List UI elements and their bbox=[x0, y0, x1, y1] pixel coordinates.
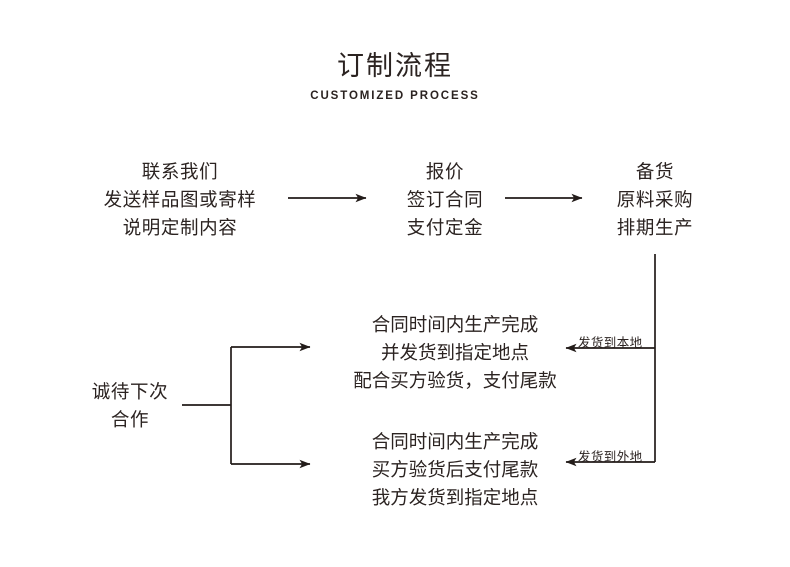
title-block: 订制流程 CUSTOMIZED PROCESS bbox=[0, 50, 790, 102]
flow-node-remote-delivery-line-3: 我方发货到指定地点 bbox=[371, 487, 539, 509]
flow-node-remote-delivery: 合同时间内生产完成 买方验货后支付尾款 我方发货到指定地点 bbox=[325, 428, 585, 512]
flow-node-future-cooperation: 诚待下次 合作 bbox=[78, 378, 182, 434]
flow-node-quote-line-3: 支付定金 bbox=[406, 217, 484, 239]
flow-node-quote: 报价 签订合同 支付定金 bbox=[375, 158, 515, 242]
flow-node-future-cooperation-line-1: 诚待下次 bbox=[91, 381, 169, 402]
flow-node-quote-line-1: 报价 bbox=[425, 161, 465, 182]
flow-node-contact-line-1: 联系我们 bbox=[141, 161, 219, 182]
flow-node-stock-line-1: 备货 bbox=[635, 161, 675, 182]
flow-node-local-delivery: 合同时间内生产完成 并发货到指定地点 配合买方验货，支付尾款 bbox=[325, 311, 585, 395]
flow-node-local-delivery-line-2: 并发货到指定地点 bbox=[380, 342, 529, 364]
flow-node-stock-line-2: 原料采购 bbox=[616, 189, 694, 211]
flow-node-stock-line-3: 排期生产 bbox=[616, 217, 694, 239]
flow-node-stock: 备货 原料采购 排期生产 bbox=[590, 158, 720, 242]
page-title: 订制流程 bbox=[337, 51, 453, 81]
flow-node-contact: 联系我们 发送样品图或寄样 说明定制内容 bbox=[80, 158, 280, 242]
flow-node-contact-line-3: 说明定制内容 bbox=[122, 217, 238, 239]
edge-label-ship-local: 发货到本地 bbox=[578, 336, 643, 350]
flow-node-quote-line-2: 签订合同 bbox=[406, 189, 484, 211]
page-subtitle: CUSTOMIZED PROCESS bbox=[310, 89, 480, 102]
flow-node-local-delivery-line-1: 合同时间内生产完成 bbox=[371, 314, 539, 335]
flow-node-future-cooperation-line-2: 合作 bbox=[110, 409, 150, 431]
flow-node-contact-line-2: 发送样品图或寄样 bbox=[103, 189, 257, 211]
flow-node-remote-delivery-line-2: 买方验货后支付尾款 bbox=[371, 459, 539, 481]
flow-node-remote-delivery-line-1: 合同时间内生产完成 bbox=[371, 431, 539, 452]
edge-label-ship-remote: 发货到外地 bbox=[578, 450, 643, 464]
flow-node-local-delivery-line-3: 配合买方验货，支付尾款 bbox=[353, 370, 557, 392]
